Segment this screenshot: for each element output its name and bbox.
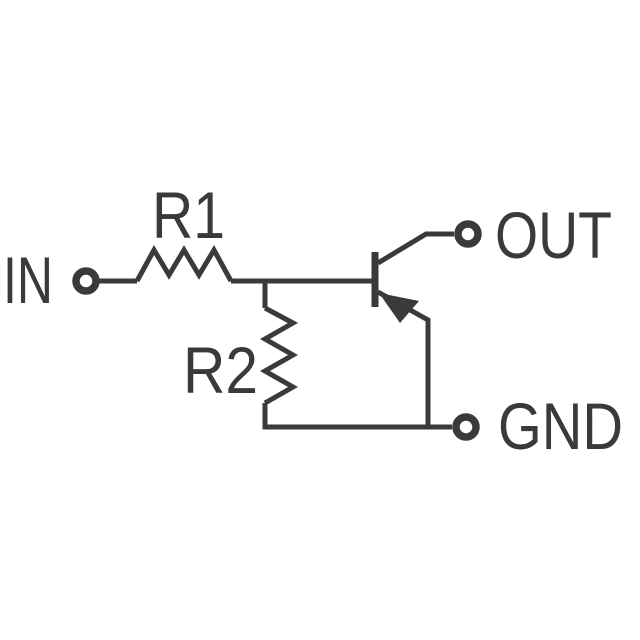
- wire-ground-rail: [262, 403, 452, 430]
- terminal-layer: [72, 220, 482, 441]
- label-layer: IN R1 R2 OUT GND: [3, 178, 623, 463]
- transistor-emitter-arrow-icon: [379, 293, 419, 323]
- resistor-r1-symbol: [134, 244, 234, 283]
- resistor-r2-symbol: [259, 305, 299, 406]
- label-in: IN: [3, 243, 53, 317]
- gnd-terminal-circle: [452, 413, 480, 441]
- in-terminal-circle: [72, 267, 100, 295]
- label-r2: R2: [183, 333, 258, 407]
- label-r1: R1: [152, 178, 225, 252]
- label-out: OUT: [495, 198, 612, 272]
- transistor-collector-wire: [376, 231, 454, 266]
- out-terminal-circle: [454, 220, 482, 248]
- wire-layer: [99, 231, 454, 430]
- label-gnd: GND: [498, 389, 623, 463]
